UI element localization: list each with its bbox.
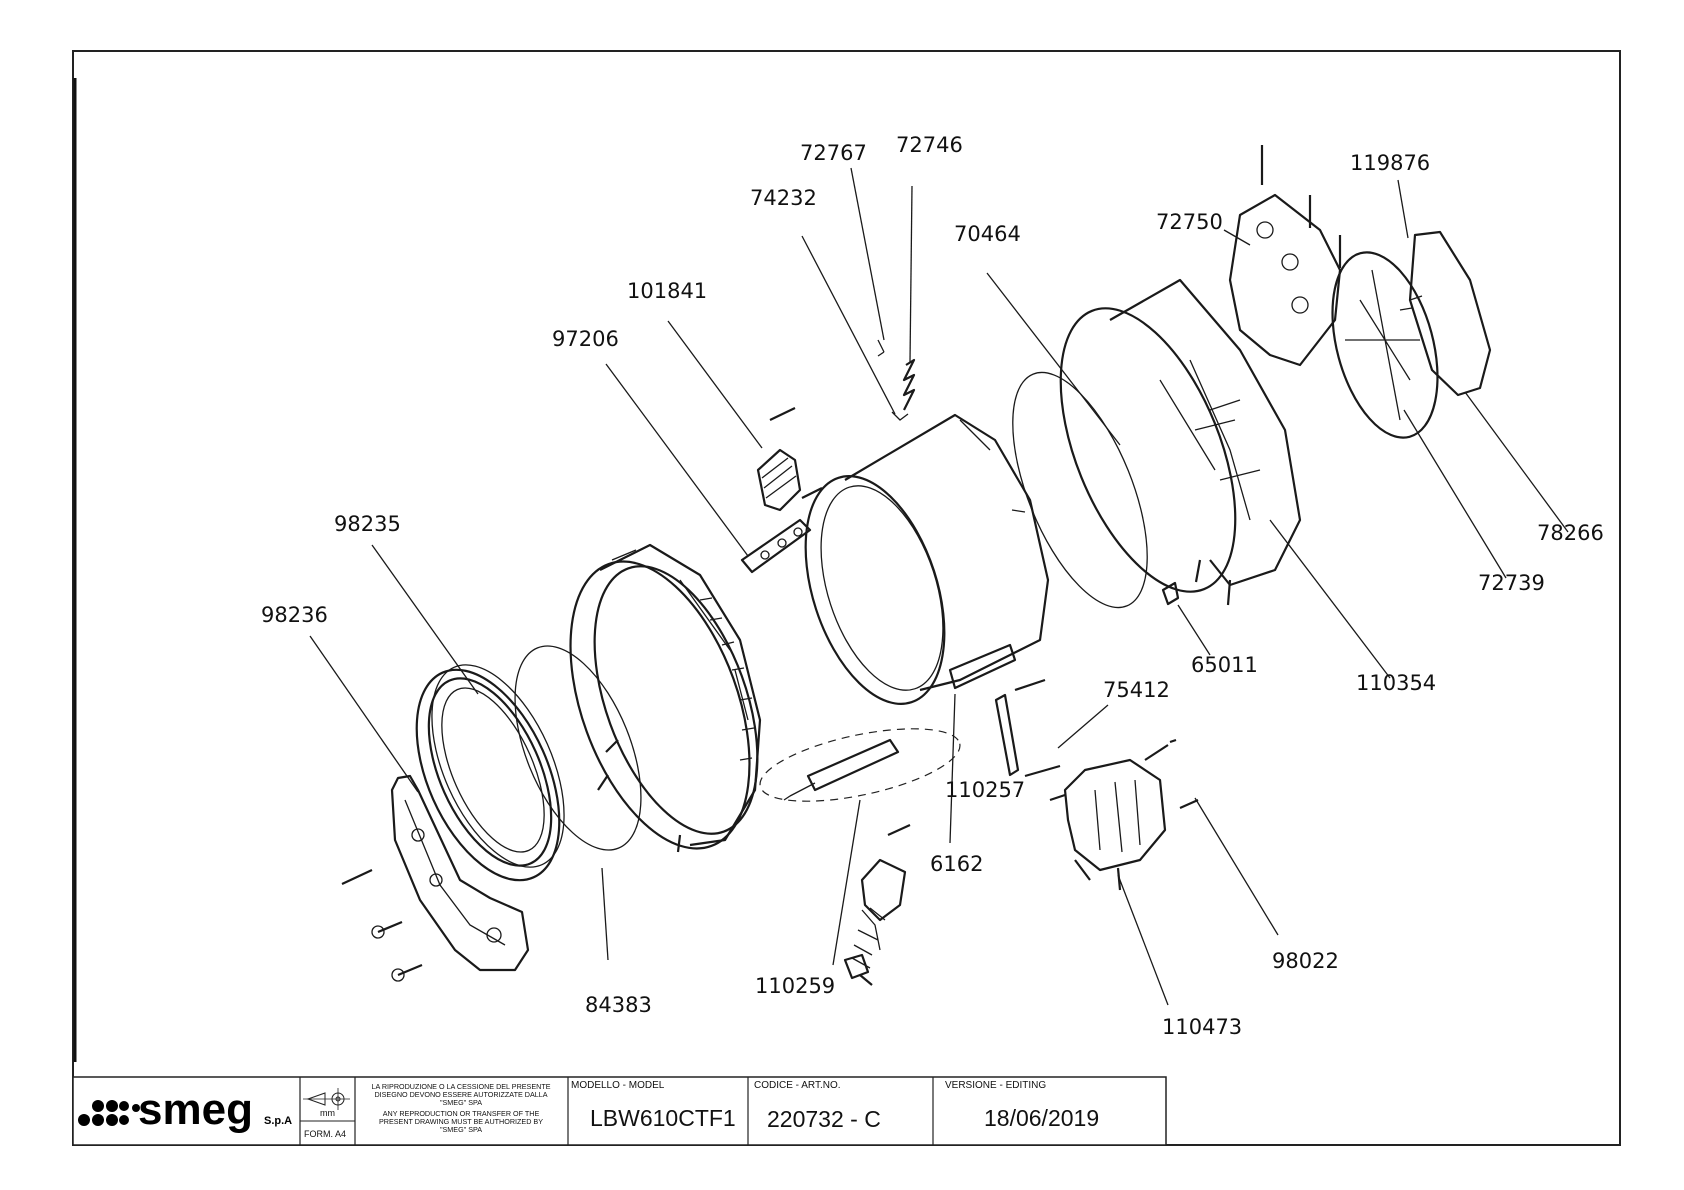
- part-label-98022: 98022: [1272, 949, 1339, 973]
- code-caption: CODICE - ART.NO.: [754, 1080, 841, 1091]
- brand-name: smeg: [138, 1085, 253, 1134]
- notice-en-line-2: PRESENT DRAWING MUST BE AUTHORIZED BY: [379, 1117, 543, 1126]
- part-labels: 72767 72746 74232 70464 72750 119876 101…: [261, 133, 1604, 1039]
- front-tub-half: [569, 543, 762, 853]
- notice-it-line-1: LA RIPRODUZIONE O LA CESSIONE DEL PRESEN…: [371, 1082, 550, 1091]
- unit-label: mm: [320, 1108, 335, 1118]
- hose-connector: [756, 407, 823, 512]
- version-value: 18/06/2019: [984, 1105, 1099, 1131]
- drum: [804, 413, 1050, 705]
- version-caption: VERSIONE - EDITING: [945, 1080, 1046, 1091]
- rear-bearing-bracket: [1228, 145, 1342, 367]
- part-label-72767: 72767: [800, 141, 867, 165]
- part-label-110259: 110259: [755, 974, 835, 998]
- door-gasket: [415, 664, 565, 882]
- part-label-72739: 72739: [1478, 571, 1545, 595]
- model-caption: MODELLO - MODEL: [571, 1080, 665, 1091]
- code-value: 220732 - C: [767, 1106, 881, 1132]
- smeg-logo: smeg S.p.A: [78, 1085, 292, 1134]
- gasket-clamp-ring: [514, 645, 642, 851]
- rear-tub-half: [1059, 278, 1302, 606]
- drain-pump: [1049, 738, 1199, 891]
- part-label-98236: 98236: [261, 603, 328, 627]
- part-label-72746: 72746: [896, 133, 963, 157]
- notice-en-line-1: ANY REPRODUCTION OR TRANSFER OF THE: [383, 1109, 540, 1118]
- tub-seal-ring: [1012, 371, 1148, 609]
- part-label-119876: 119876: [1350, 151, 1430, 175]
- notice-it-line-2: DISEGNO DEVONO ESSERE AUTORIZZATE DALLA: [374, 1090, 547, 1099]
- rear-ring-and-seal: [1331, 230, 1492, 439]
- model-value: LBW610CTF1: [590, 1105, 736, 1131]
- part-label-74232: 74232: [750, 186, 817, 210]
- title-block: smeg S.p.A mm FORM. A4 LA RIPRODUZIONE O…: [72, 1076, 1167, 1146]
- notice-it-line-3: "SMEG" SPA: [440, 1098, 482, 1107]
- part-label-78266: 78266: [1537, 521, 1604, 545]
- part-label-75412: 75412: [1103, 678, 1170, 702]
- part-label-110354: 110354: [1356, 671, 1436, 695]
- part-label-101841: 101841: [627, 279, 707, 303]
- format-label: FORM. A4: [304, 1129, 346, 1139]
- tub-clip: [1161, 581, 1180, 606]
- part-label-70464: 70464: [954, 222, 1021, 246]
- drawing-frame: [72, 50, 1621, 1146]
- tub-bracket: [740, 518, 812, 574]
- part-label-72750: 72750: [1156, 210, 1223, 234]
- part-label-98235: 98235: [334, 512, 401, 536]
- part-label-65011: 65011: [1191, 653, 1258, 677]
- drain-rod-and-screw: [994, 678, 1061, 778]
- part-label-110473: 110473: [1162, 1015, 1242, 1039]
- part-label-97206: 97206: [552, 327, 619, 351]
- part-label-84383: 84383: [585, 993, 652, 1017]
- part-label-6162: 6162: [930, 852, 983, 876]
- part-label-110257: 110257: [945, 778, 1025, 802]
- door-hinge-bracket: [341, 774, 530, 982]
- suspension-spring-set: [877, 339, 916, 421]
- heating-element-group: [759, 728, 961, 802]
- notice-en-line-3: "SMEG" SPA: [440, 1125, 482, 1134]
- projection-symbol-icon: [303, 1088, 350, 1110]
- drain-hose: [843, 823, 911, 986]
- brand-suffix: S.p.A: [264, 1115, 292, 1127]
- leader-lines: [309, 167, 1569, 1006]
